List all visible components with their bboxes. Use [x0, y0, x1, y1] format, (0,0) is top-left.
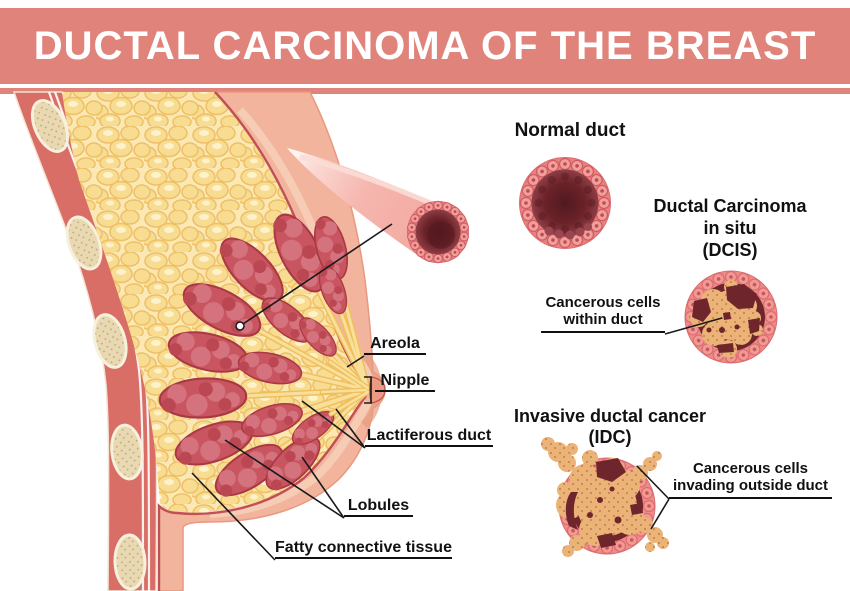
normal-duct-illustration [519, 157, 611, 249]
duct-callout-marker [235, 321, 245, 331]
duct-tube-lumen-shadow [427, 221, 455, 249]
label-lactiferous-duct: Lactiferous duct [365, 426, 493, 447]
lobules-pointer-lines [224, 439, 345, 519]
label-nipple: Nipple [375, 371, 435, 392]
rib [92, 313, 128, 369]
dcis-illustration [684, 270, 778, 364]
label-lobules: Lobules [344, 496, 413, 517]
rib [110, 423, 144, 481]
page-title: DUCTAL CARCINOMA OF THE BREAST [33, 23, 817, 68]
duct-zoom-callout-line [239, 223, 393, 327]
label-fatty-connective-tissue: Fatty connective tissue [275, 538, 452, 559]
idc-callout-pointer-lines [636, 465, 670, 530]
nipple-bracket [364, 376, 372, 404]
normal-duct-lumen [531, 169, 599, 237]
dcis-callout-label: Cancerous cells within duct [541, 294, 665, 333]
rib [30, 99, 70, 153]
dcis-title: Ductal Carcinoma in situ (DCIS) [653, 196, 807, 260]
idc-illustration [541, 437, 669, 557]
dcis-callout-pointer-line [664, 317, 723, 335]
normal-duct-inner-cells [534, 172, 596, 240]
normal-duct-title: Normal duct [514, 120, 626, 141]
rib [113, 533, 147, 591]
dcis-dark-patches [692, 284, 760, 353]
lactiferous-duct-pointer-lines [301, 400, 366, 449]
banner-underline-strip [0, 88, 850, 94]
breast-cross-section [12, 91, 386, 591]
areola-pointer-line [346, 355, 365, 368]
idc-cancer-mass [541, 437, 669, 557]
rib [65, 215, 103, 271]
idc-callout-label: Cancerous cells invading outside duct [669, 460, 832, 499]
title-banner: DUCTAL CARCINOMA OF THE BREAST [0, 8, 850, 84]
fatty-tissue-pointer-line [191, 472, 276, 561]
duct-tube-illustration [287, 148, 470, 264]
idc-dark-patches [565, 458, 643, 548]
pointer-lines [191, 223, 723, 561]
label-areola: Areola [364, 334, 426, 355]
idc-title: Invasive ductal cancer (IDC) [513, 406, 707, 447]
ribs [30, 99, 147, 591]
